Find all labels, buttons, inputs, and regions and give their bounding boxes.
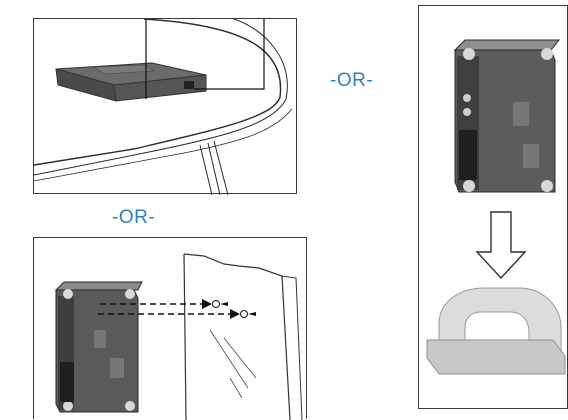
desk-illustration	[34, 19, 293, 195]
screw-icon	[212, 300, 256, 318]
or-separator-left: -OR-	[112, 207, 156, 228]
panel-wall-mount	[33, 237, 307, 420]
down-arrow-icon	[475, 211, 527, 280]
receiver-device	[55, 62, 207, 102]
panel-clip-mount	[418, 5, 568, 409]
receiver-device-wall	[54, 281, 143, 413]
receiver-device-clip	[453, 39, 561, 193]
panel-desk-placement	[33, 18, 297, 195]
mounting-clip	[426, 287, 566, 375]
or-separator-top: -OR-	[330, 70, 374, 91]
wall-mount-illustration	[54, 253, 303, 420]
clip-illustration	[426, 39, 566, 375]
